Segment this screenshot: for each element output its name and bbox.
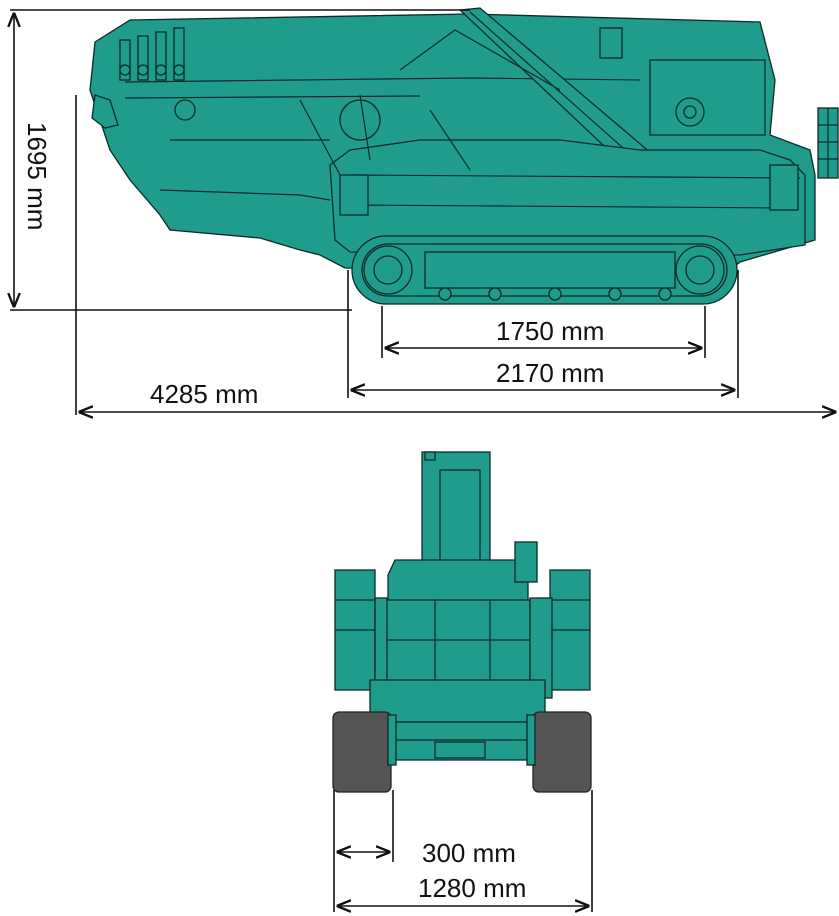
front-right-track <box>532 711 592 793</box>
track-length-dimension: 2170 mm <box>347 270 739 398</box>
track-width-label: 300 mm <box>422 838 516 868</box>
front-view: 300 mm 1280 mm <box>332 451 593 912</box>
engine-block <box>649 59 766 136</box>
front-top-housing <box>387 559 529 606</box>
rear-rack <box>817 107 839 179</box>
track-length-label: 2170 mm <box>496 358 604 388</box>
overall-length-dimension: 4285 mm <box>75 95 835 415</box>
overall-width-label: 1280 mm <box>418 873 526 903</box>
overall-width-dimension: 1280 mm <box>338 790 593 912</box>
front-left-track <box>332 711 392 793</box>
side-view: 1695 mm 1750 mm 2170 mm 4285 mm <box>10 7 839 415</box>
overall-length-label: 4285 mm <box>150 379 258 409</box>
front-grille <box>119 27 185 81</box>
lower-frame <box>329 139 806 256</box>
front-central-body <box>384 599 531 686</box>
track-width-dimension: 300 mm <box>333 790 516 912</box>
front-hook <box>91 94 119 129</box>
front-lower-chassis <box>369 679 546 723</box>
wheelbase-label: 1750 mm <box>496 316 604 346</box>
wheelbase-dimension: 1750 mm <box>381 306 706 358</box>
height-label: 1695 mm <box>22 122 52 230</box>
height-dimension: 1695 mm <box>10 9 470 311</box>
side-crawler-track <box>351 235 738 305</box>
